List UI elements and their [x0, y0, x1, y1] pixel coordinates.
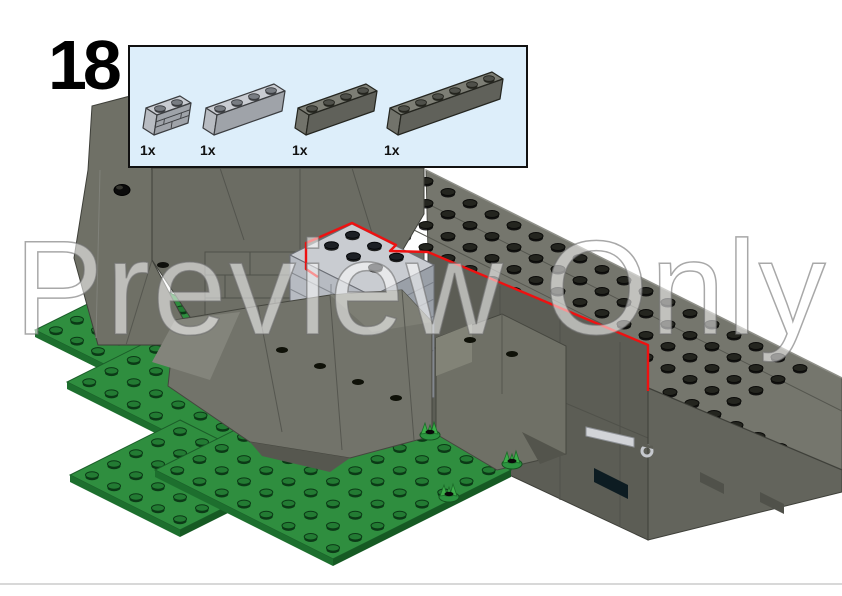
- brick-1x2-masonry-icon: [142, 95, 192, 136]
- gray-bar: [585, 426, 635, 448]
- part-qty-label: 1x: [140, 141, 156, 158]
- brick-1x4-dark-icon: [294, 83, 378, 136]
- new-parts-outline: [304, 221, 650, 391]
- brick-1x4-light-icon: [202, 83, 286, 136]
- plant-pieces: [419, 420, 523, 503]
- part-qty-label: 1x: [384, 141, 400, 158]
- part-item: 1x: [140, 89, 196, 158]
- part-item: 1x: [200, 77, 290, 158]
- parts-callout-box: 1x 1x 1x 1x: [128, 45, 528, 168]
- rock-slopes: [152, 289, 567, 472]
- page-bottom-divider: [0, 583, 842, 585]
- part-qty-label: 1x: [292, 141, 308, 158]
- wall-details: [585, 426, 654, 499]
- part-item: 1x: [384, 65, 508, 158]
- part-item: 1x: [292, 77, 382, 158]
- part-qty-label: 1x: [200, 141, 216, 158]
- brick-1x6-dark-icon: [386, 71, 504, 136]
- step-number: 18: [48, 26, 122, 104]
